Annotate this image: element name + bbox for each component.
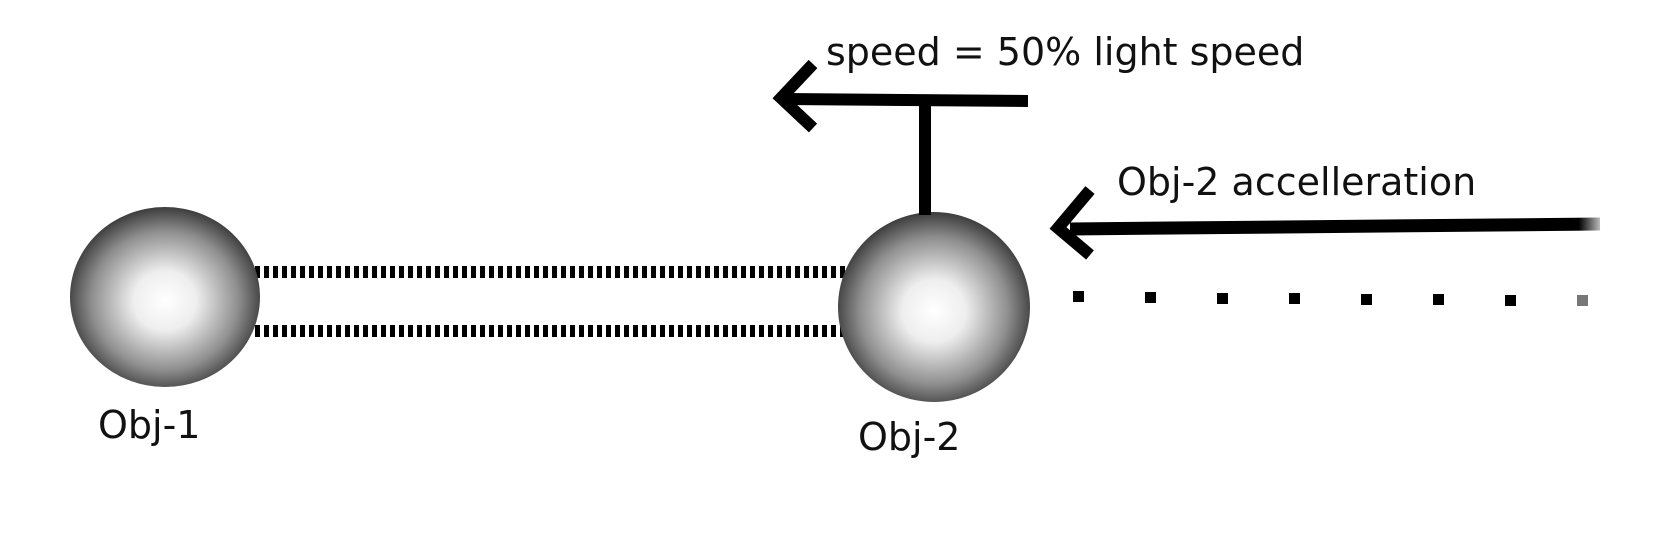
speed-arrow-icon (772, 59, 1029, 133)
acceleration-label: Obj-2 accelleration (1117, 160, 1476, 204)
motion-trail-dots (1073, 291, 1588, 306)
obj-2-sphere (838, 212, 1030, 402)
speed-label: speed = 50% light speed (826, 30, 1304, 74)
obj-1-sphere (70, 207, 260, 387)
acceleration-arrow-icon (1049, 186, 1601, 260)
obj-1-label: Obj-1 (98, 403, 200, 447)
obj-2-label: Obj-2 (858, 415, 960, 459)
